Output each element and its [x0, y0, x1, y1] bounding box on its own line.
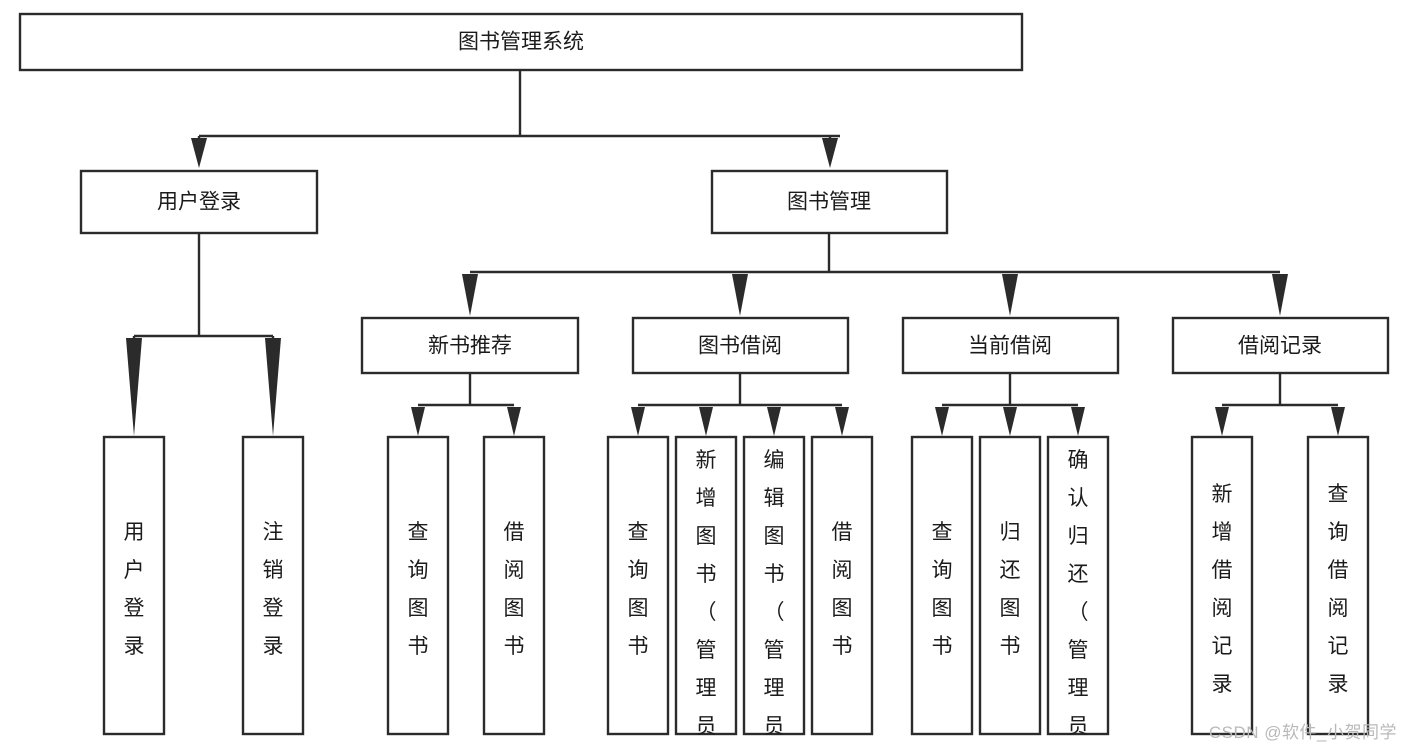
- node-leaf-query-book-2-label: 查询图书: [628, 521, 649, 658]
- node-leaf-query-book-3[interactable]: 查询图书: [910, 435, 974, 736]
- node-leaf-query-record-box[interactable]: [1306, 435, 1370, 736]
- node-leaf-user-login[interactable]: 用户登录: [102, 435, 166, 736]
- node-leaf-confirm-return[interactable]: 确认归还（管理员）: [1046, 435, 1110, 747]
- arrow-to-book-borrow: [732, 274, 748, 316]
- node-book-borrow-label: 图书借阅: [698, 335, 782, 358]
- node-root-label: 图书管理系统: [458, 31, 584, 54]
- node-leaf-query-book-1-label: 查询图书: [408, 521, 429, 658]
- node-leaf-query-book-1[interactable]: 查询图书: [386, 435, 450, 736]
- node-new-book-rec-box[interactable]: [360, 316, 580, 375]
- node-leaf-return-book[interactable]: 归还图书: [978, 435, 1042, 736]
- node-leaf-confirm-return-box[interactable]: [1046, 435, 1110, 736]
- arrow-to-leaf-query-book-2: [631, 407, 645, 436]
- node-user-login[interactable]: 用户登录: [79, 169, 319, 235]
- arrow-to-leaf-query-book-3: [935, 407, 949, 436]
- node-leaf-user-login-label: 用户登录: [124, 521, 145, 658]
- arrow-to-leaf-add-book: [699, 407, 713, 436]
- node-leaf-logout[interactable]: 注销登录: [241, 435, 305, 736]
- csdn-watermark: CSDN @软件_小贺同学: [1208, 723, 1397, 742]
- arrow-to-current-borrow: [1002, 274, 1018, 316]
- node-root-box[interactable]: [18, 12, 1024, 72]
- arrow-to-leaf-query-record: [1331, 407, 1345, 436]
- node-leaf-edit-book-box[interactable]: [742, 435, 806, 736]
- node-leaf-return-book-label: 归还图书: [1000, 521, 1021, 658]
- node-leaf-logout-box[interactable]: [241, 435, 305, 736]
- node-leaf-add-record-box[interactable]: [1190, 435, 1254, 736]
- node-leaf-borrow-book-2-label: 借阅图书: [832, 521, 853, 658]
- node-borrow-record-box[interactable]: [1171, 316, 1390, 375]
- arrow-to-user-login: [191, 138, 207, 168]
- node-leaf-borrow-book-2-box[interactable]: [810, 435, 874, 736]
- node-leaf-return-book-box[interactable]: [978, 435, 1042, 736]
- node-leaf-query-book-3-box[interactable]: [910, 435, 974, 736]
- node-root[interactable]: 图书管理系统: [18, 12, 1024, 72]
- node-leaf-logout-label: 注销登录: [263, 521, 284, 658]
- node-leaf-borrow-book-1-box[interactable]: [482, 435, 546, 736]
- connectors: [126, 70, 1345, 436]
- node-leaf-query-book-3-label: 查询图书: [932, 521, 953, 658]
- node-leaf-edit-book-label: 编辑图书（管理员）: [764, 449, 785, 747]
- node-leaf-add-record-label: 新增借阅记录: [1212, 483, 1233, 696]
- arrow-to-leaf-edit-book: [767, 407, 781, 436]
- node-leaf-borrow-book-2[interactable]: 借阅图书: [810, 435, 874, 736]
- node-current-borrow[interactable]: 当前借阅: [901, 316, 1120, 375]
- node-leaf-add-book-label: 新增图书（管理员）: [696, 449, 717, 747]
- node-book-borrow-box[interactable]: [631, 316, 850, 375]
- node-new-book-rec-label: 新书推荐: [428, 335, 512, 358]
- node-leaf-query-book-1-box[interactable]: [386, 435, 450, 736]
- node-leaf-query-book-2[interactable]: 查询图书: [606, 435, 670, 736]
- arrow-to-leaf-add-record: [1215, 407, 1229, 436]
- node-leaf-query-record[interactable]: 查询借阅记录: [1306, 435, 1370, 736]
- node-current-borrow-label: 当前借阅: [968, 335, 1052, 358]
- arrow-to-leaf-return-book: [1003, 407, 1017, 436]
- node-current-borrow-box[interactable]: [901, 316, 1120, 375]
- node-leaf-borrow-book-1-label: 借阅图书: [504, 521, 525, 658]
- node-book-manage[interactable]: 图书管理: [710, 169, 949, 235]
- arrow-to-leaf-query-book-1: [411, 407, 425, 436]
- node-user-login-label: 用户登录: [157, 191, 241, 214]
- node-user-login-box[interactable]: [79, 169, 319, 235]
- node-leaf-add-book[interactable]: 新增图书（管理员）: [674, 435, 738, 747]
- node-book-manage-label: 图书管理: [787, 191, 871, 214]
- arrow-to-leaf-borrow-book-2: [835, 407, 849, 436]
- node-leaf-query-record-label: 查询借阅记录: [1328, 483, 1349, 696]
- node-leaf-borrow-book-1[interactable]: 借阅图书: [482, 435, 546, 736]
- arrow-to-leaf-borrow-book-1: [507, 407, 521, 436]
- node-borrow-record-label: 借阅记录: [1238, 335, 1322, 358]
- arrow-to-new-book-rec: [462, 274, 478, 316]
- node-leaf-add-book-box[interactable]: [674, 435, 738, 736]
- arrow-to-book-manage: [822, 138, 838, 168]
- node-book-manage-box[interactable]: [710, 169, 949, 235]
- node-borrow-record[interactable]: 借阅记录: [1171, 316, 1390, 375]
- arrow-to-borrow-record: [1272, 274, 1288, 316]
- node-leaf-edit-book[interactable]: 编辑图书（管理员）: [742, 435, 806, 747]
- node-leaf-user-login-box[interactable]: [102, 435, 166, 736]
- node-leaf-confirm-return-label: 确认归还（管理员）: [1068, 449, 1089, 747]
- node-leaf-add-record[interactable]: 新增借阅记录: [1190, 435, 1254, 736]
- node-book-borrow[interactable]: 图书借阅: [631, 316, 850, 375]
- node-new-book-rec[interactable]: 新书推荐: [360, 316, 580, 375]
- arrow-to-leaf-confirm-return: [1071, 407, 1085, 436]
- node-leaf-query-book-2-box[interactable]: [606, 435, 670, 736]
